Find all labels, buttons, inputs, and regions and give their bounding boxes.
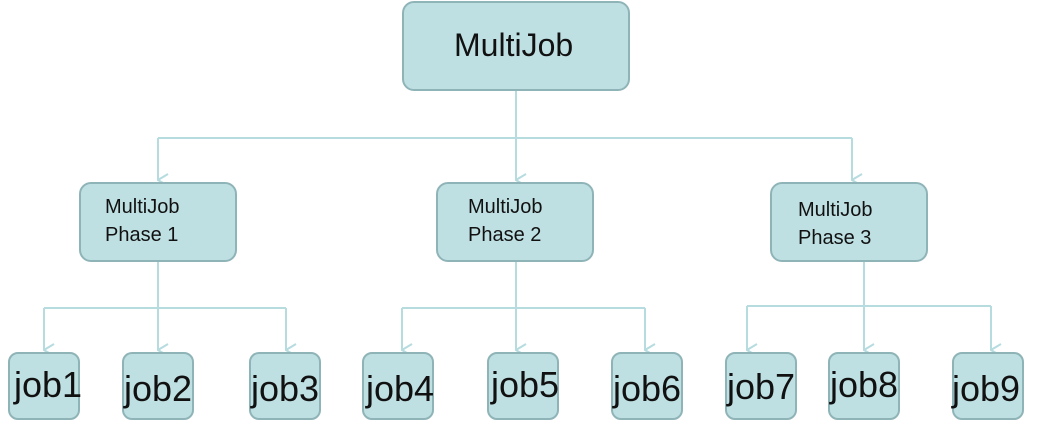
phase-node-2-line2: Phase 2 [468,224,542,246]
phase-node-3-label: MultiJob Phase 3 [798,196,872,252]
phase-node-3-line1: MultiJob [798,199,873,221]
phase-node-1[interactable]: MultiJob Phase 1 [79,182,237,262]
phase-node-2[interactable]: MultiJob Phase 2 [436,182,594,262]
phase-node-2-line1: MultiJob [468,196,543,218]
job-node-4[interactable]: job4 [362,352,434,420]
phase-node-3[interactable]: MultiJob Phase 3 [770,182,928,262]
job-node-6-label: job6 [613,368,682,409]
job-node-7[interactable]: job7 [725,352,797,420]
root-node[interactable]: MultiJob [402,1,630,91]
phase-node-2-label: MultiJob Phase 2 [468,193,542,249]
job-node-8-label: job8 [830,364,899,405]
root-node-label: MultiJob [454,27,574,63]
job-node-3[interactable]: job3 [249,352,321,420]
job-node-7-label: job7 [727,366,796,407]
job-node-4-label: job4 [366,368,435,409]
job-node-6[interactable]: job6 [611,352,683,420]
phase-node-1-line2: Phase 1 [105,224,179,246]
job-node-9[interactable]: job9 [952,352,1024,420]
job-node-9-label: job9 [952,368,1021,409]
job-node-3-label: job3 [251,368,320,409]
job-node-5-label: job5 [491,364,560,405]
job-node-8[interactable]: job8 [828,352,900,420]
phase-node-3-line2: Phase 3 [798,227,872,249]
job-node-2[interactable]: job2 [122,352,194,420]
phase-node-1-line1: MultiJob [105,196,180,218]
job-node-5[interactable]: job5 [487,352,559,420]
job-node-1-label: job1 [14,364,83,405]
job-node-2-label: job2 [124,368,193,409]
job-node-1[interactable]: job1 [8,352,83,420]
phase-node-1-label: MultiJob Phase 1 [105,193,179,249]
